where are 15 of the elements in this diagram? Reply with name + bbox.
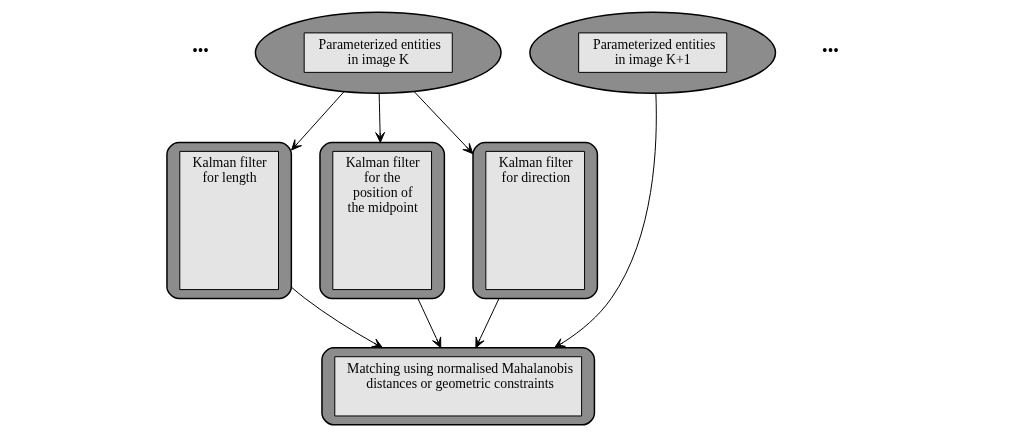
arrow (553, 93, 657, 349)
node-ellipse: Parameterized entities in image K (254, 11, 502, 94)
node-box: Matching using normalised Mahalanobis distances or geometric constraints (320, 347, 595, 426)
arrow (474, 298, 499, 349)
node-box: Kalman filter for the position of the midpoint (318, 141, 445, 300)
arrow (413, 91, 473, 155)
arrow (374, 92, 385, 143)
arrow (290, 91, 345, 151)
node-ellipse: Parameterized entities in image K+1 (528, 11, 776, 94)
label: ••• (821, 42, 839, 60)
node-box: Kalman filter for length (165, 141, 292, 300)
node-box: Kalman filter for direction (471, 141, 598, 300)
arrow (416, 298, 441, 349)
label: ••• (191, 42, 209, 60)
arrow (290, 286, 383, 349)
